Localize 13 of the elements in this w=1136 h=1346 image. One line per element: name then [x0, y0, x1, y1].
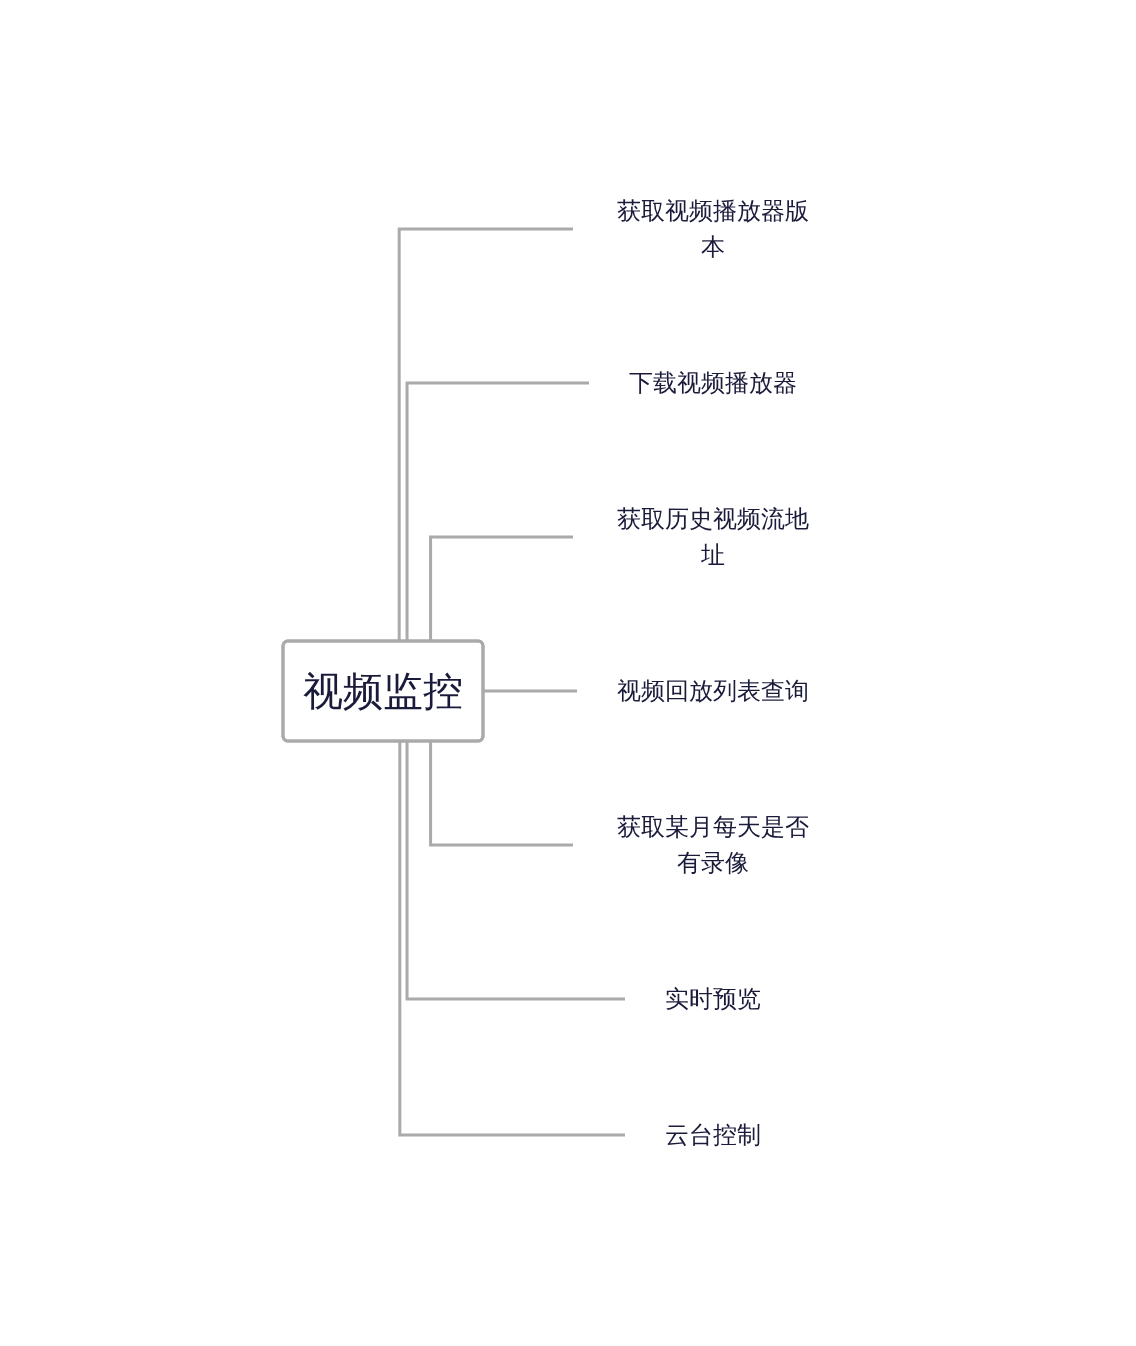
node-text: 获取视频播放器版本: [617, 197, 809, 261]
connector: [405, 741, 625, 1001]
node-text: 获取历史视频流地址: [617, 505, 809, 569]
node-text: 实时预览: [665, 985, 761, 1013]
node-text: 获取某月每天是否有录像: [617, 813, 809, 877]
connector: [429, 741, 573, 847]
node-text: 视频回放列表查询: [617, 677, 809, 705]
connector: [398, 741, 625, 1137]
connector: [397, 227, 573, 642]
connector: [405, 381, 589, 642]
connector: [429, 535, 573, 642]
node-text: 云台控制: [665, 1121, 761, 1149]
node-text: 下载视频播放器: [629, 369, 797, 397]
